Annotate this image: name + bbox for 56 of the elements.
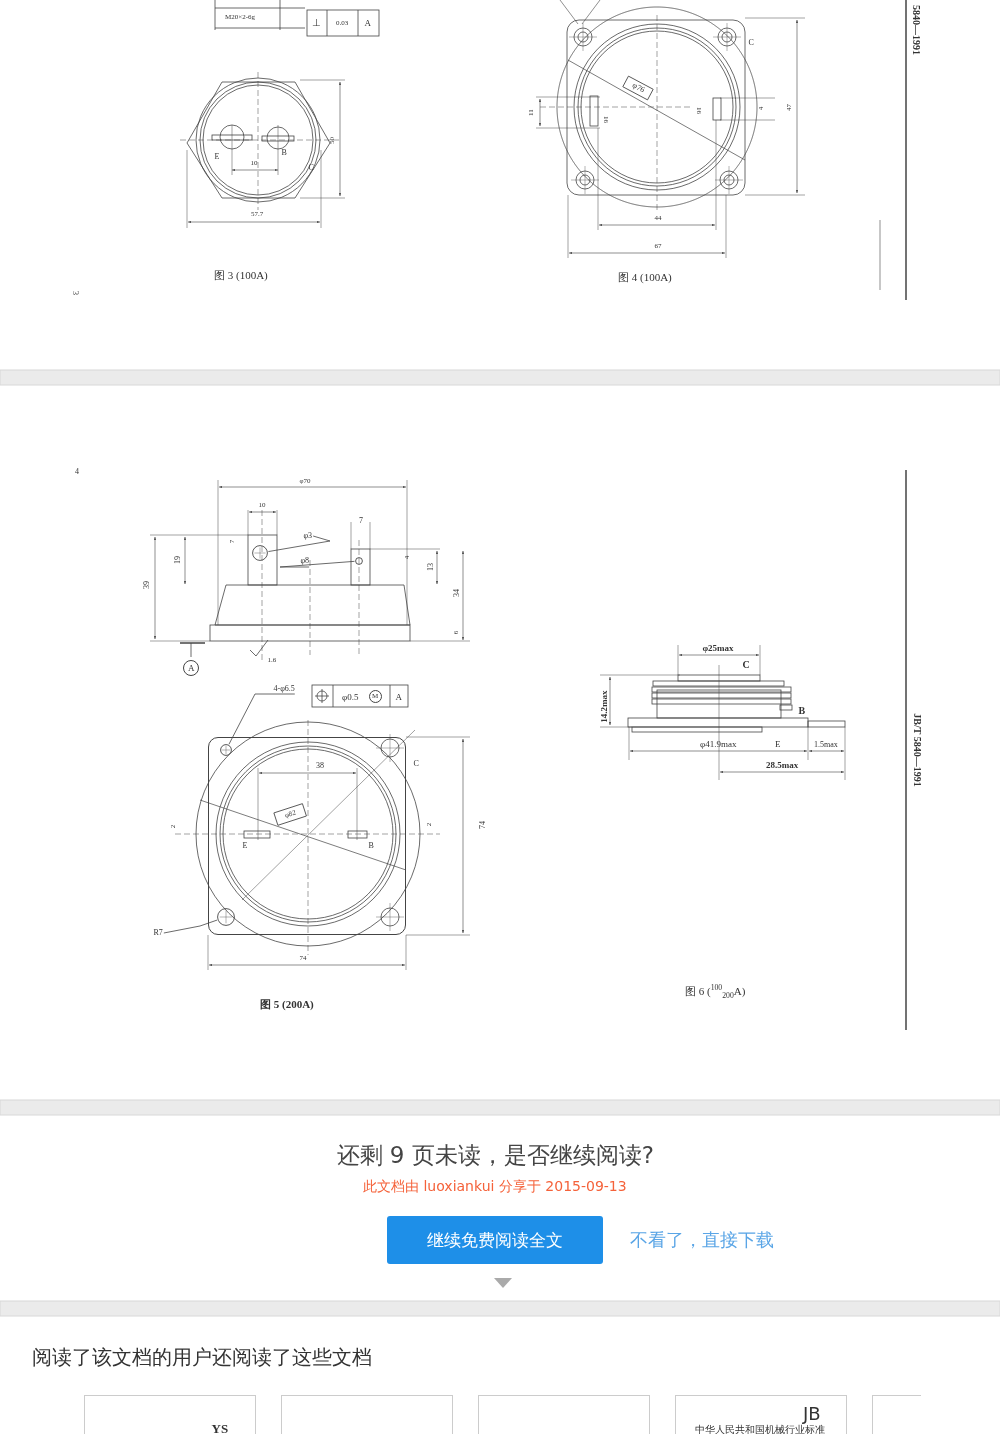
dimension-text: φ3	[303, 532, 313, 540]
datum-reference: A	[364, 18, 371, 28]
dimension-text: 74	[479, 821, 487, 829]
dimension-text: 7	[359, 517, 363, 525]
download-link: 不看了，直接下载	[630, 1231, 774, 1249]
thumbnail-text: YS	[211, 1421, 229, 1434]
perpendicularity-symbol: ⊥	[311, 18, 321, 28]
prompt-heading: 还剩 9 页未读，是否继续阅读?	[336, 1143, 654, 1167]
dimension-text: 28.5max	[766, 760, 799, 770]
dimension-text: 1.5max	[814, 741, 838, 749]
thumbnail-text: 中华人民共和国机械行业标准	[695, 1425, 825, 1434]
page-number: 4	[75, 468, 79, 476]
dimension-text: φ41.9max	[700, 739, 737, 749]
page-number: 3	[71, 291, 79, 295]
dimension-text: φ8	[300, 557, 310, 565]
terminal-label: C	[748, 39, 754, 47]
terminal-label: E	[214, 153, 220, 161]
dimension-text: 4-φ6.5	[273, 685, 295, 693]
mounting-hole	[217, 908, 235, 926]
dimension-text: 38	[316, 762, 324, 770]
figure-caption: 图 3 (100A)	[214, 269, 268, 281]
share-info: 此文档由 luoxiankui 分享于 2015-09-13	[363, 1179, 627, 1193]
dimension-text: φ76	[630, 81, 646, 95]
terminal-label: C	[742, 660, 750, 670]
mounting-hole	[252, 545, 268, 561]
leader-line	[279, 560, 355, 568]
read-full-button: 继续免费阅读全文	[387, 1216, 603, 1264]
dimension-text: φ25max	[702, 643, 734, 653]
leader-line	[228, 693, 296, 745]
leader-line	[163, 919, 218, 934]
thumbnail-text: JB	[803, 1405, 821, 1423]
leader-line	[268, 535, 331, 552]
section-heading: 阅读了该文档的用户还阅读了这些文档	[32, 1347, 372, 1367]
terminal-label: C	[413, 760, 419, 768]
dimension-text: R7	[153, 929, 163, 937]
dimension-text: 34	[453, 589, 461, 597]
figure-caption: 图 5 (200A)	[260, 998, 314, 1010]
dimension-text: 39	[143, 581, 151, 589]
standard-code: JB/T 5840—1991	[911, 713, 922, 787]
figure-caption: 图 4 (100A)	[618, 271, 672, 283]
terminal-label: B	[281, 149, 287, 157]
mounting-hole	[355, 557, 363, 565]
terminal-label: E	[775, 739, 781, 749]
datum-reference: A	[395, 692, 402, 702]
figure-caption: 图 6 ($^{100}$$_{200}$A)	[685, 984, 746, 1000]
terminal-label: B	[368, 842, 374, 850]
dimension-text: 19	[174, 556, 182, 564]
tolerance-value: φ0.5	[342, 692, 359, 702]
dimension-text: 14.2max	[599, 689, 609, 723]
flange-plate	[208, 737, 406, 935]
terminal-label: B	[798, 706, 806, 716]
terminal-label: E	[242, 842, 248, 850]
standard-code: 5840—1991	[911, 5, 921, 55]
terminal-label: C	[308, 164, 314, 172]
mounting-hole	[220, 744, 232, 756]
dimension-text: 13	[427, 563, 435, 571]
